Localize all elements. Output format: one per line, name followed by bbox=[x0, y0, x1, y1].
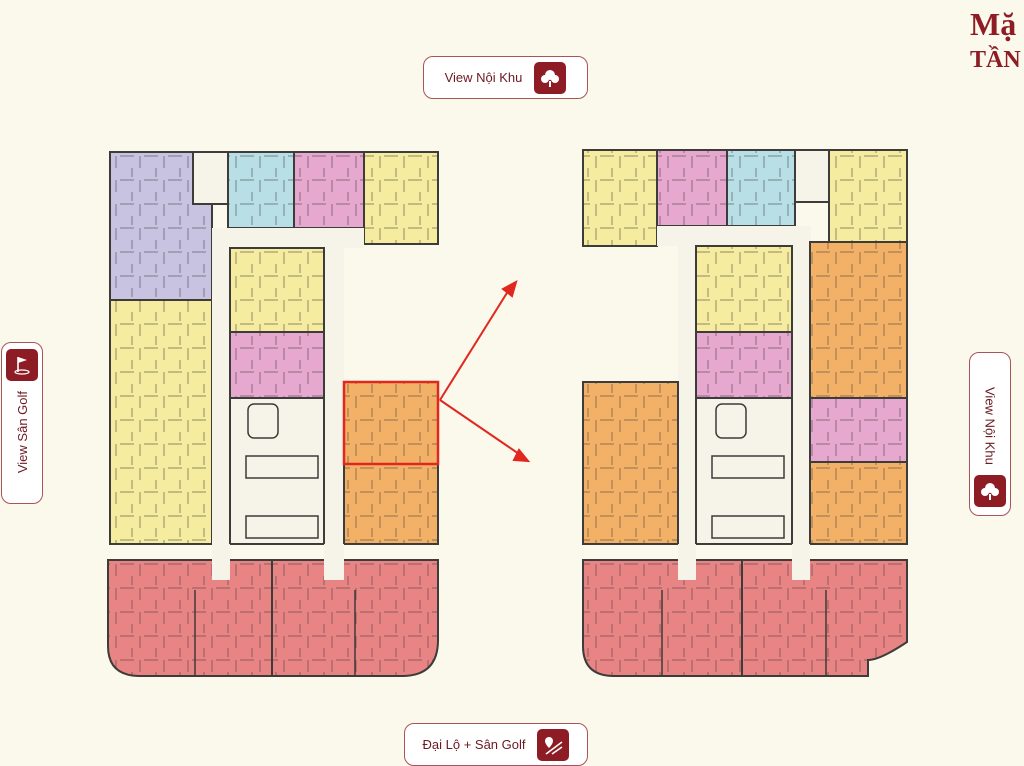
view-badge-top: View Nội Khu bbox=[423, 56, 588, 99]
floor-plan-left bbox=[107, 151, 531, 677]
highlight-arrows bbox=[439, 279, 531, 463]
corridor bbox=[212, 228, 230, 544]
view-badge-right: View Nội Khu bbox=[969, 352, 1011, 516]
highlight-box[interactable] bbox=[342, 380, 440, 466]
golf-flag-icon bbox=[6, 349, 38, 381]
page-title: Mặ TẦN bbox=[964, 4, 1024, 76]
tree-icon bbox=[974, 475, 1006, 507]
view-label-right: View Nội Khu bbox=[982, 387, 998, 465]
view-label-bottom: Đại Lộ + Sân Golf bbox=[422, 737, 526, 752]
view-label-top: View Nội Khu bbox=[444, 70, 523, 85]
core-lifts bbox=[229, 397, 325, 545]
road-pin-icon bbox=[537, 728, 570, 761]
title-line-2: TẦN bbox=[970, 47, 1021, 73]
view-badge-bottom: Đại Lộ + Sân Golf bbox=[404, 723, 588, 766]
title-line-1: Mặ bbox=[970, 6, 1017, 42]
view-badge-left: View Sân Golf bbox=[1, 342, 43, 504]
core-stair-top bbox=[794, 149, 830, 203]
tree-icon bbox=[534, 61, 567, 94]
view-label-left: View Sân Golf bbox=[14, 391, 30, 474]
core-stair-top bbox=[192, 151, 230, 205]
floor-plan-right bbox=[582, 149, 908, 677]
core-lifts bbox=[695, 397, 793, 545]
